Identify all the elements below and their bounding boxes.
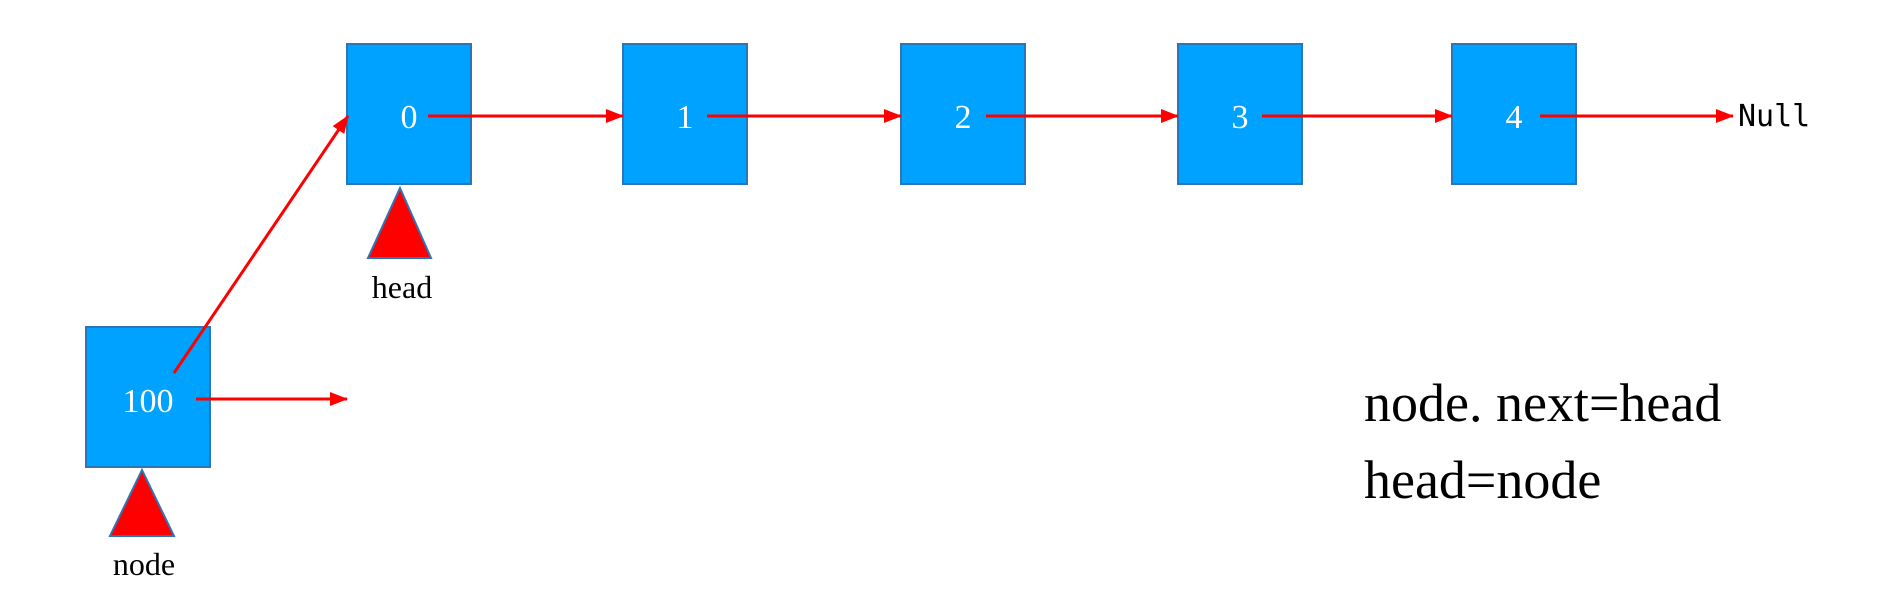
new-node-next-arrow (172, 115, 350, 374)
node-value: 100 (123, 383, 174, 420)
list-node-4: 4 (1451, 43, 1577, 185)
head-pointer: head (366, 185, 433, 305)
node-pointer-triangle (108, 467, 176, 537)
code-line-2: head=node (1364, 450, 1601, 510)
node-value: 3 (1232, 99, 1249, 136)
list-node-0: 0 (346, 43, 472, 185)
list-node-3: 3 (1177, 43, 1303, 185)
node-value: 4 (1506, 99, 1523, 136)
node-label: node (113, 546, 175, 582)
code-line-1: node. next=head (1364, 373, 1721, 433)
head-pointer-triangle (366, 185, 433, 259)
null-label: Null (1738, 99, 1810, 134)
list-node-2: 2 (900, 43, 1026, 185)
list-node-1: 1 (622, 43, 748, 185)
node-value: 0 (401, 99, 418, 136)
head-label: head (372, 269, 432, 305)
node-value: 2 (955, 99, 972, 136)
node-value: 1 (677, 99, 694, 136)
node-pointer: node (108, 467, 176, 582)
